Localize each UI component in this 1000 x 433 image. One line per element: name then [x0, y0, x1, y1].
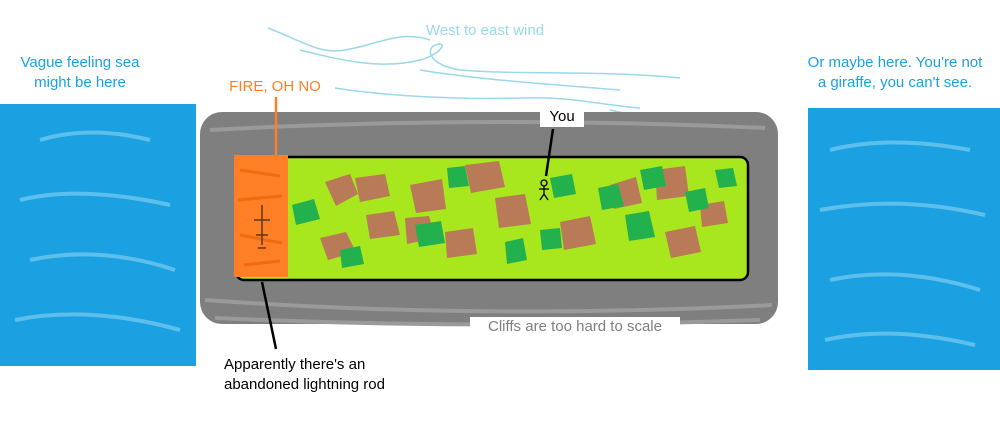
sea-right — [808, 108, 1000, 370]
rod-pointer-line — [260, 281, 278, 350]
fire-label: FIRE, OH NO — [229, 78, 321, 95]
you-label: You — [540, 107, 584, 127]
sea-left — [0, 104, 196, 366]
cliffs-label: Cliffs are too hard to scale — [470, 317, 680, 337]
sea-right-scribble — [819, 140, 986, 347]
wind-label: West to east wind — [425, 22, 545, 39]
fire-scribble — [237, 168, 283, 267]
sea-left-label: Vague feeling sea might be here — [20, 54, 140, 91]
lightning-rod-icon — [254, 205, 270, 249]
sea-left-scribble — [14, 130, 181, 332]
you-figure-icon — [539, 179, 549, 201]
sea-right-label: Or maybe here. You're not a giraffe, you… — [807, 54, 983, 91]
wind-lines — [267, 27, 711, 121]
you-pointer-line — [544, 128, 555, 177]
bush-patches — [292, 166, 737, 268]
lightning-rod-label: Apparently there's an abandoned lightnin… — [224, 356, 385, 393]
dirt-patches — [320, 161, 728, 260]
